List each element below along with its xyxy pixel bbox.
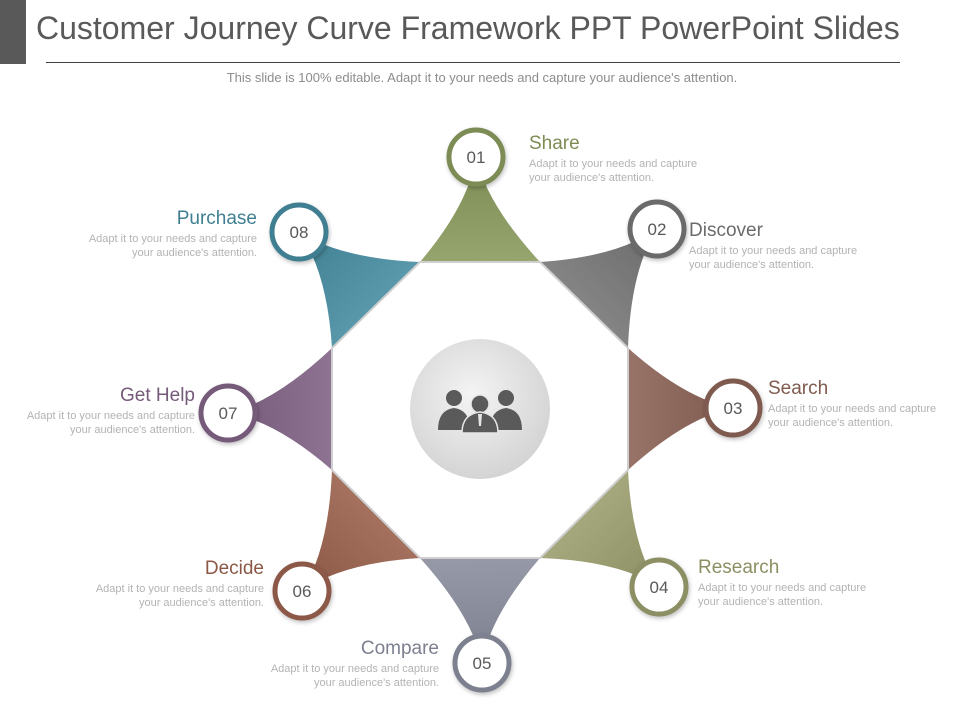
- step-title: Discover: [689, 220, 763, 241]
- petal-step-06: [302, 470, 420, 591]
- step-description-line2: your audience's attention.: [698, 596, 824, 608]
- step-title: Research: [698, 557, 780, 578]
- step-description-line2: your audience's attention.: [768, 417, 894, 429]
- step-number: 01: [467, 148, 486, 167]
- step-title: Decide: [204, 558, 264, 579]
- step-description-line1: Adapt it to your needs and capture: [270, 663, 439, 675]
- title-accent-bar: [0, 0, 26, 64]
- step-description-line1: Adapt it to your needs and capture: [95, 583, 264, 595]
- step-title: Share: [529, 133, 580, 154]
- step-number: 03: [724, 399, 743, 418]
- step-description-line2: your audience's attention.: [529, 172, 655, 184]
- step-description-line2: your audience's attention.: [313, 677, 439, 689]
- step-number: 06: [293, 582, 312, 601]
- step-description-line1: Adapt it to your needs and capture: [698, 582, 867, 594]
- step-node-01[interactable]: 01: [446, 127, 506, 187]
- step-description-line2: your audience's attention.: [69, 424, 195, 436]
- step-node-04[interactable]: 04: [629, 557, 689, 617]
- petal-step-01: [420, 157, 540, 262]
- step-node-06[interactable]: 06: [272, 561, 332, 621]
- page-title: Customer Journey Curve Framework PPT Pow…: [36, 10, 900, 46]
- step-description-line1: Adapt it to your needs and capture: [88, 233, 257, 245]
- step-title: Search: [768, 378, 829, 399]
- step-title: Get Help: [120, 385, 195, 406]
- petal-step-03: [628, 348, 733, 470]
- petal-step-07: [228, 348, 332, 470]
- step-description-line1: Adapt it to your needs and capture: [768, 403, 937, 415]
- title-divider: [46, 62, 900, 63]
- step-number: 08: [290, 223, 309, 242]
- people-group-icon: [438, 390, 522, 434]
- petal-step-02: [540, 229, 657, 348]
- petal-step-04: [540, 470, 659, 587]
- step-title: Purchase: [176, 208, 257, 229]
- step-node-08[interactable]: 08: [269, 202, 329, 262]
- step-description-line2: your audience's attention.: [138, 597, 264, 609]
- step-number: 07: [219, 404, 238, 423]
- step-number: 04: [650, 578, 669, 597]
- step-number: 02: [648, 220, 667, 239]
- step-title: Compare: [360, 638, 439, 659]
- step-description-line2: your audience's attention.: [689, 259, 815, 271]
- step-description-line1: Adapt it to your needs and capture: [529, 158, 698, 170]
- step-description-line1: Adapt it to your needs and capture: [26, 410, 195, 422]
- step-node-07[interactable]: 07: [198, 383, 258, 443]
- page-subtitle: This slide is 100% editable. Adapt it to…: [226, 70, 738, 85]
- step-number: 05: [473, 654, 492, 673]
- petal-step-08: [299, 232, 420, 348]
- step-description-line1: Adapt it to your needs and capture: [689, 245, 858, 257]
- step-node-05[interactable]: 05: [452, 633, 512, 693]
- step-description-line2: your audience's attention.: [131, 247, 257, 259]
- step-node-02[interactable]: 02: [627, 199, 687, 259]
- petal-step-05: [420, 558, 540, 663]
- step-node-03[interactable]: 03: [703, 378, 763, 438]
